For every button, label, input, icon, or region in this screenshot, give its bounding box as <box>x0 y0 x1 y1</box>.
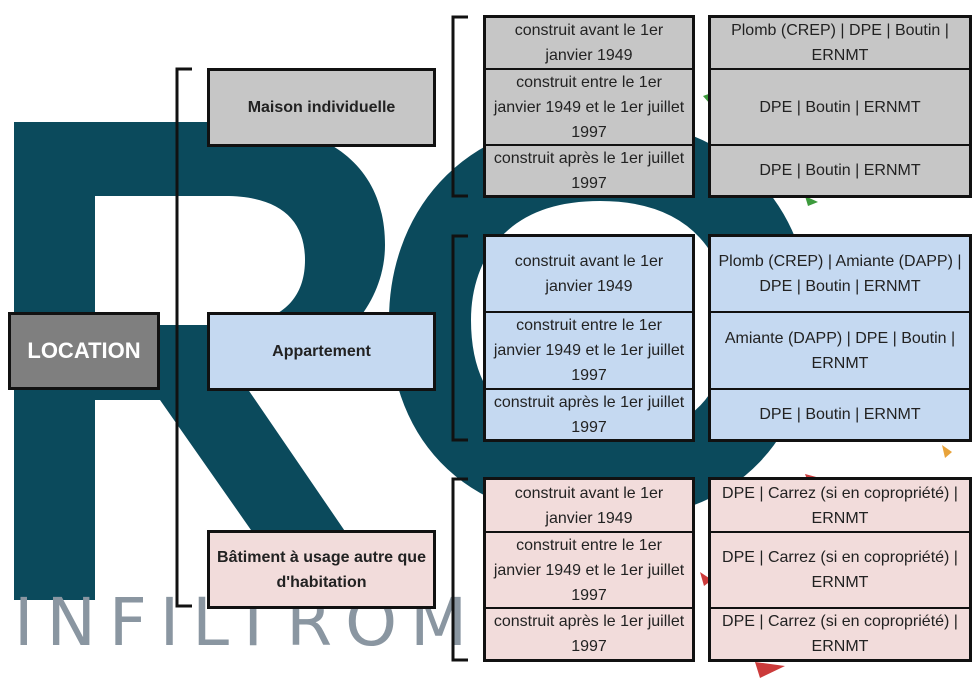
period-cell: construit entre le 1er janvier 1949 et l… <box>483 533 695 609</box>
diagnostics-cell: DPE | Boutin | ERNMT <box>708 70 972 146</box>
period-cell: construit entre le 1er janvier 1949 et l… <box>483 313 695 390</box>
watermark-letter-r <box>14 122 392 600</box>
diagnostics-cell: DPE | Carrez (si en copropriété) | ERNMT <box>708 533 972 609</box>
diagnostics-cell: DPE | Carrez (si en copropriété) | ERNMT <box>708 477 972 533</box>
period-cell: construit après le 1er juillet 1997 <box>483 609 695 662</box>
group-label: Maison individuelle <box>247 99 396 116</box>
diagnostics-cell: Plomb (CREP) | DPE | Boutin | ERNMT <box>708 15 972 70</box>
watermark-accent-red-bottom <box>755 662 785 678</box>
diagnostics-cell: DPE | Boutin | ERNMT <box>708 390 972 442</box>
watermark-accent-green-right <box>805 196 818 206</box>
group-maison-individuelle: Maison individuelle <box>207 68 436 147</box>
group-appartement: Appartement <box>207 312 436 391</box>
period-cell: construit avant le 1er janvier 1949 <box>483 477 695 533</box>
group-batiment-autre: Bâtiment à usage autre que d'habitation <box>207 530 436 609</box>
group-label: Appartement <box>272 343 371 360</box>
root-node-location: LOCATION <box>8 312 160 390</box>
group-label: Bâtiment à usage autre que d'habitation <box>217 548 426 591</box>
period-cell: construit avant le 1er janvier 1949 <box>483 234 695 313</box>
period-cell: construit après le 1er juillet 1997 <box>483 146 695 198</box>
watermark-accent-red-left <box>700 572 712 586</box>
watermark-accent-orange-2 <box>942 445 952 458</box>
diagnostics-cell: Amiante (DAPP) | DPE | Boutin | ERNMT <box>708 313 972 390</box>
period-cell: construit entre le 1er janvier 1949 et l… <box>483 70 695 146</box>
diagnostics-cell: DPE | Boutin | ERNMT <box>708 146 972 198</box>
period-cell: construit avant le 1er janvier 1949 <box>483 15 695 70</box>
period-cell: construit après le 1er juillet 1997 <box>483 390 695 442</box>
diagnostics-cell: DPE | Carrez (si en copropriété) | ERNMT <box>708 609 972 662</box>
diagnostics-cell: Plomb (CREP) | Amiante (DAPP) | DPE | Bo… <box>708 234 972 313</box>
